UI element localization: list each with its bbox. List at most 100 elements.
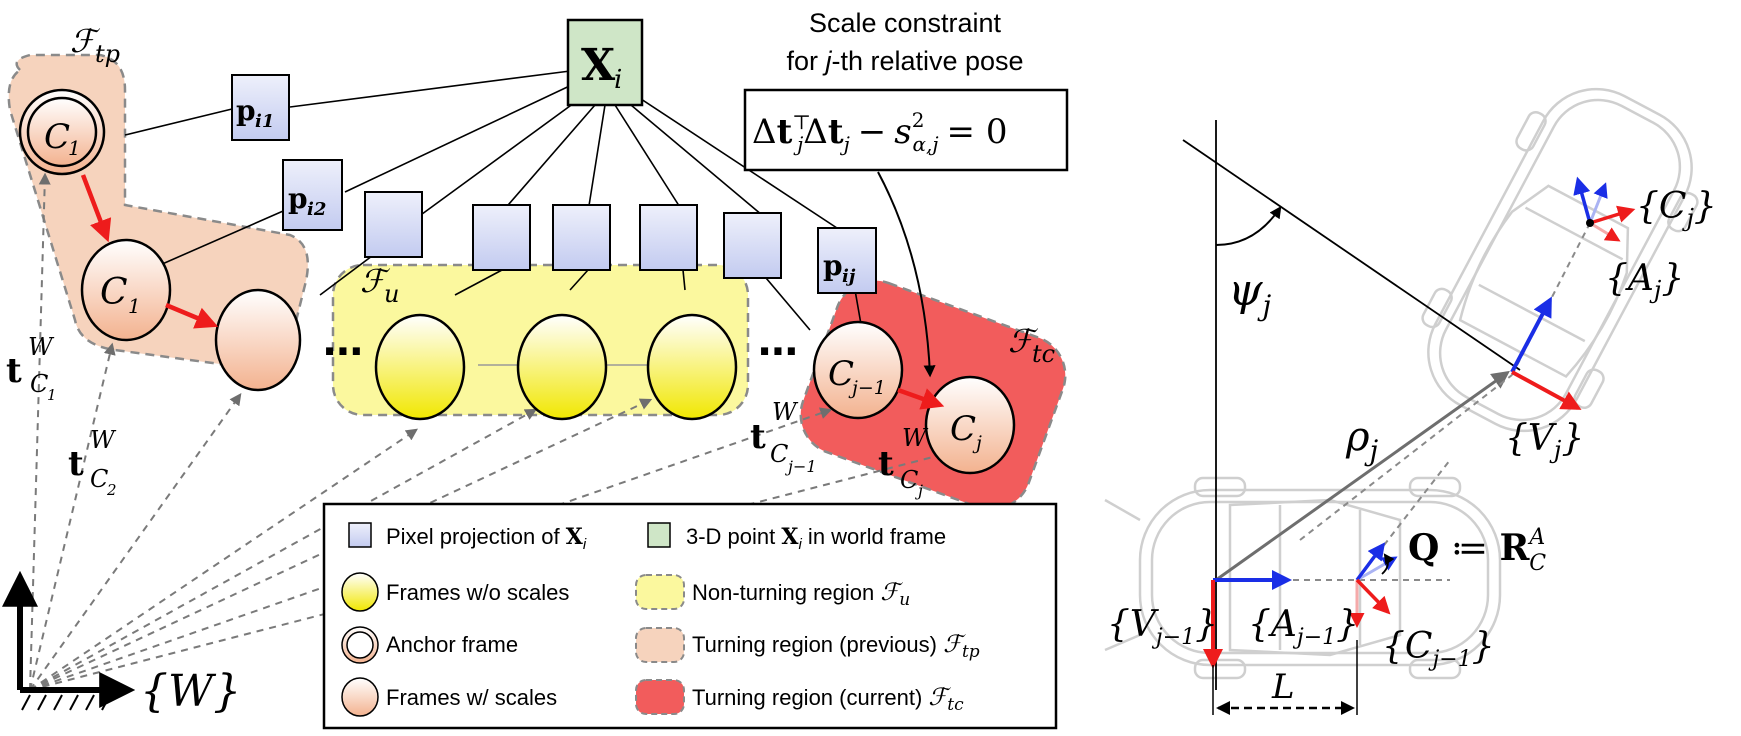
frame-cj-minus-1: C j−1 [812,320,904,420]
vehicle-geometry-panel: ψj ρj {Vj} {Cj} {Aj} {Vj−1} [1104,87,1717,715]
frame-cj-label: C [950,409,976,449]
pi2-sub: i2 [307,199,326,220]
cjm1-axis-blue-faded [1356,556,1398,582]
car-j-outline [1421,87,1699,433]
svg-text:W: W [28,333,55,361]
frame-cjm1-sub: j−1 [848,377,886,399]
legend-nonturning-swatch [635,574,685,610]
rho-vector [1215,370,1510,582]
vj-label: {Vj} [1505,418,1584,464]
svg-text:j−1: j−1 [785,457,817,476]
frame-cjm1-label: C [828,354,854,394]
svg-text:C: C [90,465,108,493]
vj-axis-red [1511,370,1582,410]
svg-text:t: t [878,444,894,484]
svg-text:tp: tp [95,40,120,68]
label-f-tc: ℱ tc [1008,322,1055,368]
frame-noscale-3 [646,313,738,421]
rho-label: ρj [1345,414,1379,467]
frame-anchor-c1: C 1 [18,88,106,176]
frame-noscale-2 [516,313,608,421]
label-t-c1: t W C 1 [6,333,57,404]
legend-proj-swatch [348,522,372,548]
frame-c1-label: C [100,272,128,313]
cj-label: {Cj} [1636,186,1717,232]
svg-text:u: u [384,280,399,308]
svg-text:C: C [900,466,918,494]
scale-constraint-box [743,88,1069,172]
edge-c1-anchor-to-c1 [80,174,112,243]
frame-c1: C 1 [80,238,172,342]
cj-origin [1586,219,1594,227]
edge-c1-to-next [165,302,219,329]
legend: Pixel projection of Xi 3-D point Xi in w… [322,502,1058,730]
ellipsis-left: ⋯ [323,329,363,375]
frame-noscale-1 [374,313,466,421]
svg-text:W: W [90,426,117,454]
psi-label: ψj [1228,265,1272,322]
legend-anchor-text: Anchor frame [386,632,518,657]
point-xi-sub: i [614,65,622,95]
legend-nonturning-text: Non-turning region ℱu [692,578,910,610]
projection-box-5 [552,204,611,271]
q-rotation-arc [1381,553,1395,575]
svg-text:t: t [6,351,22,391]
scale-constraint-line2: for j-th relative pose [786,46,1023,76]
legend-scaled-text: Frames w/ scales [386,685,557,710]
legend-anchor-swatch-inner [346,631,374,659]
frame-cj: C j [924,375,1016,475]
world-frame: {W} [2,570,241,717]
ajm1-label: {Aj−1} [1248,604,1359,650]
projection-box-7 [723,212,782,279]
svg-text:W: W [772,398,799,426]
world-frame-label: {W} [140,666,241,717]
legend-turning-curr-text: Turning region (current) ℱtc [692,683,964,715]
svg-text:j: j [915,481,923,500]
svg-text:t: t [750,417,766,457]
legend-scaled-swatch [341,677,379,717]
point-xi-label: X [581,40,616,91]
pi1-label: p [236,94,256,127]
label-t-c2: t W C 2 [68,426,117,499]
frame-anchor-label: C [44,117,70,157]
point-xi-box: X i [566,18,644,107]
cjm1-axis-blue [1355,542,1386,582]
projection-box-pi2: p i2 [282,159,343,231]
cjm1-label: {Cj−1} [1382,626,1495,672]
scale-constraint-line1: Scale constraint [809,8,1002,38]
svg-text:W: W [902,424,929,452]
svg-text:2: 2 [106,481,117,499]
dimension-l: L [1212,640,1358,715]
factor-graph-panel: C 1 C 1 C j−1 C j ⋯ ⋯ [2,8,1069,730]
legend-turning-prev-text: Turning region (previous) ℱtp [692,630,980,662]
svg-text:C: C [30,370,48,398]
cj-axis-blue-faded [1588,182,1608,224]
svg-text:1: 1 [47,386,57,404]
legend-point-text: 3-D point Xi in world frame [686,524,946,553]
label-t-cjm1: t W C j−1 [750,398,817,476]
edge-cjm1-to-cj [897,387,945,410]
svg-text:tc: tc [1032,340,1055,368]
projection-box-3 [364,191,423,258]
vjm1-label: {Vj−1} [1107,604,1218,650]
scale-constraint: Scale constraint for j-th relative pose … [743,8,1069,378]
svg-text:C: C [770,440,788,468]
cj-axis-red [1589,205,1636,225]
label-f-tp: ℱ tp [70,22,120,68]
frame-cj-sub: j [972,432,982,454]
legend-turning-curr-swatch [635,679,685,715]
pi2-label: p [288,182,308,215]
svg-text:t: t [68,444,84,484]
projection-box-4 [472,204,531,271]
pij-sub: ij [842,266,856,287]
psi-arc [1215,206,1282,246]
frame-c1-sub: 1 [128,294,141,318]
legend-noscale-text: Frames w/o scales [386,580,569,605]
cjm1-axis-red [1355,578,1391,615]
legend-point-swatch [647,522,671,548]
label-t-cj: t W C j [878,424,929,500]
legend-proj-text: Pixel projection of Xi [386,524,587,553]
aj-label: {Aj} [1605,258,1684,304]
